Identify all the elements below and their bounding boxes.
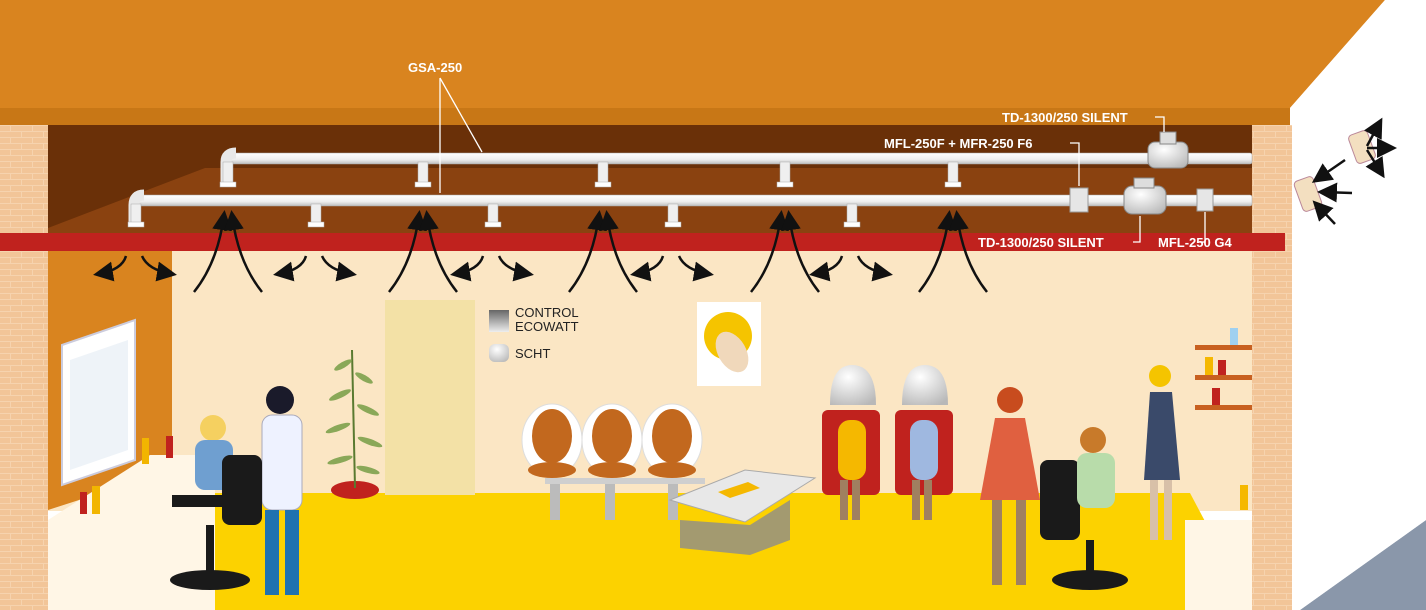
filter-g4-icon xyxy=(1197,189,1213,211)
label-main-duct: GSA-250 xyxy=(408,60,462,75)
mirror-icon xyxy=(62,320,135,485)
exterior-wall xyxy=(1290,0,1426,610)
legend-control-2: ECOWATT xyxy=(515,319,579,334)
label-filter-combo: MFL-250F + MFR-250 F6 xyxy=(884,136,1032,151)
label-fan-top: TD-1300/250 SILENT xyxy=(1002,110,1128,125)
filter-icon xyxy=(1070,188,1088,212)
scht-icon xyxy=(489,344,509,362)
control-icon xyxy=(489,310,509,332)
brick-wall-right xyxy=(1252,125,1292,610)
label-filter-g4: MFL-250 G4 xyxy=(1158,235,1232,250)
legend-scht: SCHT xyxy=(515,346,550,361)
door[interactable] xyxy=(385,300,475,495)
roof xyxy=(0,0,1385,108)
counter-right xyxy=(1185,520,1252,610)
hair-dryer-icon xyxy=(697,302,761,386)
label-fan-bottom: TD-1300/250 SILENT xyxy=(978,235,1104,250)
legend-control-1: CONTROL xyxy=(515,305,579,320)
brick-wall-left xyxy=(0,125,48,610)
